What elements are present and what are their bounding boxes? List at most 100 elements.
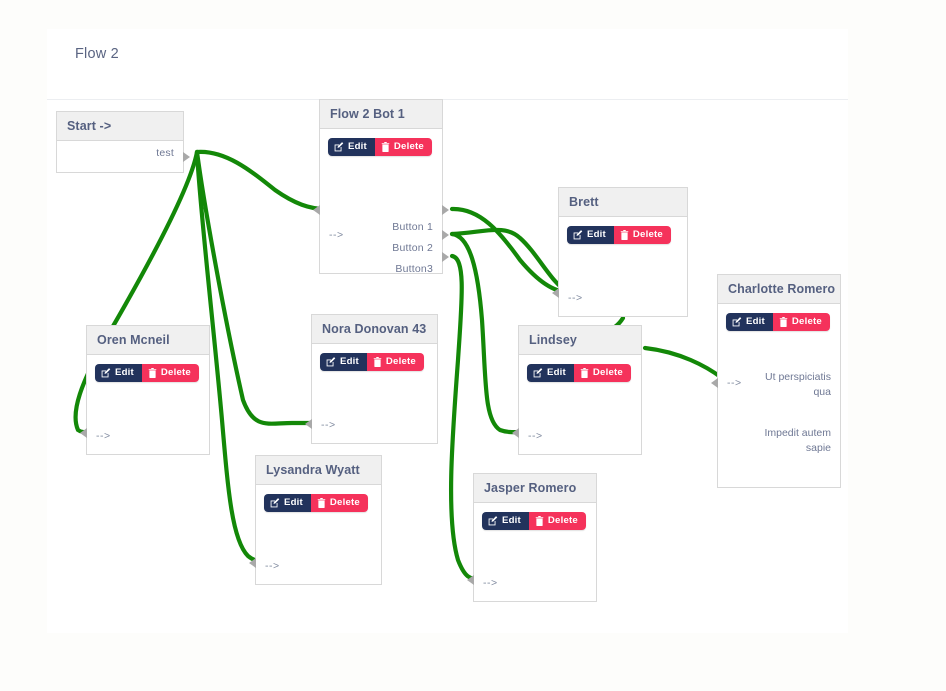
node-body: Edit Delete --> (87, 355, 209, 454)
edit-button-label: Edit (284, 497, 303, 509)
edit-button-label: Edit (587, 229, 606, 241)
input-handle[interactable] (512, 428, 519, 438)
input-port-label[interactable]: --> (265, 559, 280, 572)
delete-button[interactable]: Delete (772, 313, 830, 331)
node-header: Nora Donovan 43 (312, 315, 437, 344)
delete-button-label: Delete (393, 141, 424, 153)
pencil-square-icon (101, 368, 111, 378)
input-port-row: --> (256, 555, 381, 576)
output-port-button-1[interactable]: Button 1 (392, 221, 433, 233)
edit-button-label: Edit (115, 367, 134, 379)
input-handle[interactable] (313, 205, 320, 215)
trash-icon (317, 498, 326, 508)
node-header: Oren Mcneil (87, 326, 209, 355)
trash-icon (580, 368, 589, 378)
edit-button-label: Edit (547, 367, 566, 379)
input-port-row: --> (727, 372, 742, 393)
input-port-label[interactable]: --> (96, 429, 111, 442)
input-port-label[interactable]: --> (568, 291, 583, 304)
input-handle[interactable] (249, 558, 256, 568)
node-brett[interactable]: Brett Edit Delete (552, 187, 688, 317)
node-header: Lysandra Wyatt (256, 456, 381, 485)
node-title: Brett (569, 195, 599, 209)
delete-button[interactable]: Delete (573, 364, 631, 382)
input-port-label[interactable]: --> (329, 228, 344, 241)
node-oren-mcneil[interactable]: Oren Mcneil Edit Delete (80, 325, 210, 455)
delete-button-label: Delete (329, 497, 360, 509)
input-port-label[interactable]: --> (528, 429, 543, 442)
delete-button[interactable]: Delete (374, 138, 432, 156)
node-nora-donovan-43[interactable]: Nora Donovan 43 Edit Delete (305, 314, 438, 444)
message-text-2: Impedit autem sapie (764, 427, 831, 454)
edit-button[interactable]: Edit (320, 353, 367, 371)
output-handle-button-2[interactable] (442, 230, 449, 240)
node-header: Lindsey (519, 326, 641, 355)
output-handle-button-3[interactable] (442, 252, 449, 262)
edit-button[interactable]: Edit (527, 364, 574, 382)
node-header: Brett (559, 188, 687, 217)
delete-button[interactable]: Delete (310, 494, 368, 512)
flow-header: Flow 2 (47, 29, 848, 100)
edit-button[interactable]: Edit (264, 494, 311, 512)
edit-button[interactable]: Edit (482, 512, 529, 530)
edit-button-label: Edit (502, 515, 521, 527)
output-port-button-2[interactable]: Button 2 (392, 242, 433, 254)
output-port-button-3[interactable]: Button3 (395, 263, 433, 275)
input-port-label[interactable]: --> (483, 576, 498, 589)
input-port-label[interactable]: --> (727, 376, 742, 389)
node-actions: Edit Delete (482, 512, 586, 530)
input-port-row: --> (87, 425, 209, 446)
output-ports: Button 1 Button 2 Button3 (392, 217, 433, 280)
input-handle[interactable] (305, 419, 312, 429)
pencil-square-icon (732, 317, 742, 327)
node-title: Flow 2 Bot 1 (330, 107, 405, 121)
node-start[interactable]: Start -> test (56, 111, 190, 173)
delete-button[interactable]: Delete (366, 353, 424, 371)
pencil-square-icon (270, 498, 280, 508)
node-title: Lysandra Wyatt (266, 463, 360, 477)
input-port-label[interactable]: --> (321, 418, 336, 431)
delete-button-label: Delete (160, 367, 191, 379)
trash-icon (381, 142, 390, 152)
pencil-square-icon (573, 230, 583, 240)
node-charlotte-romero[interactable]: Charlotte Romero Edit Delete (711, 274, 841, 488)
trash-icon (535, 516, 544, 526)
pencil-square-icon (326, 357, 336, 367)
pencil-square-icon (533, 368, 543, 378)
output-handle-test[interactable] (183, 152, 190, 162)
node-body: Edit Delete --> (474, 503, 596, 601)
node-header: Charlotte Romero (718, 275, 840, 304)
delete-button[interactable]: Delete (528, 512, 586, 530)
input-port-row: --> (474, 572, 596, 593)
input-handle[interactable] (80, 428, 87, 438)
node-flow2bot1[interactable]: Flow 2 Bot 1 Edit Delete (313, 99, 449, 275)
input-port-row: --> (519, 425, 641, 446)
input-handle[interactable] (552, 288, 559, 298)
output-port-test[interactable]: test (156, 147, 174, 159)
edit-button[interactable]: Edit (726, 313, 773, 331)
trash-icon (620, 230, 629, 240)
delete-button[interactable]: Delete (141, 364, 199, 382)
output-ports: test (156, 143, 174, 164)
node-actions: Edit Delete (567, 226, 671, 244)
input-handle[interactable] (467, 575, 474, 585)
edit-button[interactable]: Edit (95, 364, 142, 382)
node-jasper-romero[interactable]: Jasper Romero Edit Delete (467, 473, 597, 602)
delete-button[interactable]: Delete (613, 226, 671, 244)
delete-button-label: Delete (547, 515, 578, 527)
output-handle-button-1[interactable] (442, 205, 449, 215)
node-header: Flow 2 Bot 1 (320, 100, 442, 129)
input-handle[interactable] (711, 378, 718, 388)
edit-button[interactable]: Edit (567, 226, 614, 244)
node-body: Edit Delete --> Button 1 Button 2 Button… (320, 129, 442, 275)
trash-icon (373, 357, 382, 367)
node-lindsey[interactable]: Lindsey Edit Delete (512, 325, 642, 455)
delete-button-label: Delete (632, 229, 663, 241)
node-lysandra-wyatt[interactable]: Lysandra Wyatt Edit Delete (249, 455, 382, 585)
node-body: Edit Delete --> (256, 485, 381, 584)
delete-button-label: Delete (791, 316, 822, 328)
node-actions: Edit Delete (328, 138, 432, 156)
node-body: Edit Delete --> (312, 344, 437, 443)
edit-button[interactable]: Edit (328, 138, 375, 156)
